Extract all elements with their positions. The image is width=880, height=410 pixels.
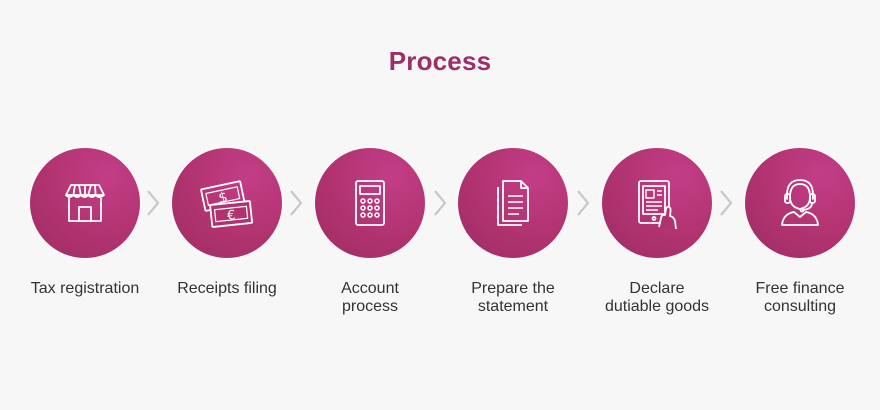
calculator-icon [355,180,385,226]
step-account-process: Account process [298,148,442,316]
chevron-right-icon [430,188,450,218]
step-declare-goods: Declare dutiable goods [585,148,729,316]
step-label: Declare dutiable goods [604,280,710,315]
documents-icon [497,180,529,226]
step-circle [30,148,140,258]
chevron-right-icon [143,188,163,218]
storefront-icon [65,184,105,222]
step-label: Account process [341,280,399,315]
step-circle: $ € [172,148,282,258]
step-finance-consulting: Free finance consulting [728,148,872,316]
step-label: Tax registration [30,280,140,297]
banknotes-icon: $ € [200,180,253,228]
page-title: Process [388,46,492,76]
step-tax-registration: Tax registration [13,148,157,298]
step-prepare-statement: Prepare the statement [441,148,585,316]
chevron-right-icon [286,188,306,218]
svg-text:$: $ [217,189,229,207]
step-circle [458,148,568,258]
tablet-touch-icon [638,180,677,230]
chevron-right-icon [573,188,593,218]
step-circle [315,148,425,258]
step-label: Free finance consulting [755,280,845,315]
step-receipts-filing: $ € Receipts filing [155,148,299,298]
chevron-right-icon [716,188,736,218]
svg-text:€: € [226,208,236,224]
headset-operator-icon [781,179,819,226]
step-circle [745,148,855,258]
step-label: Prepare the statement [471,280,555,315]
step-circle [602,148,712,258]
step-label: Receipts filing [177,280,277,297]
